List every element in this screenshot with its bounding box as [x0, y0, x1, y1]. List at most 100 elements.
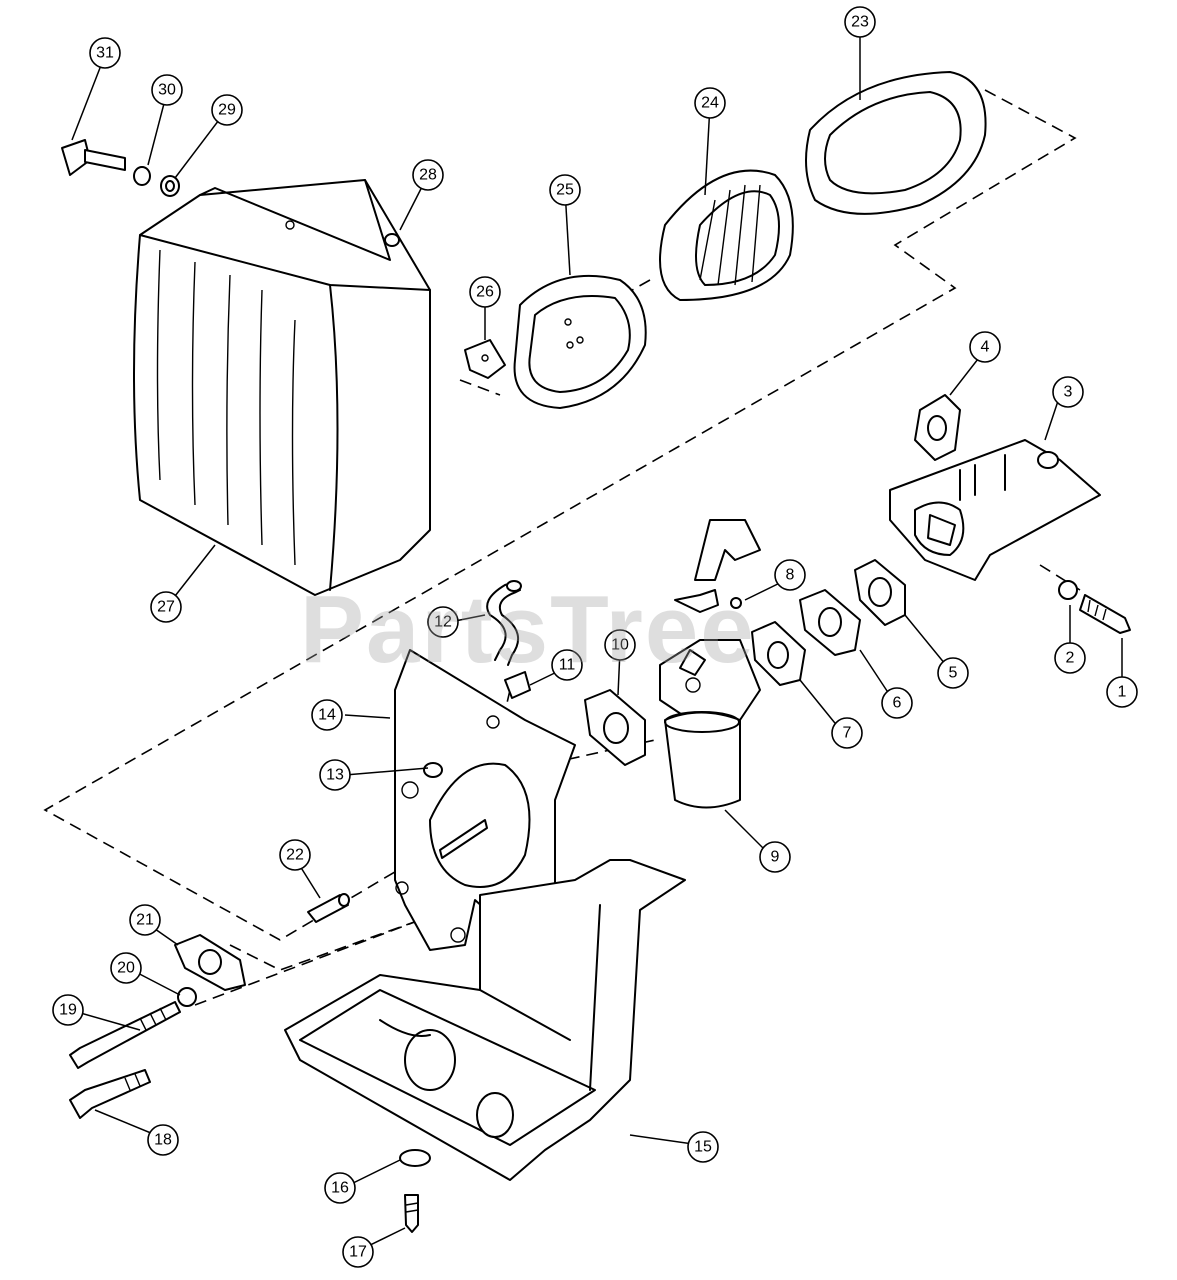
callout-number: 21 [136, 912, 154, 929]
callout-number: 14 [318, 707, 336, 724]
callout-9: 9 [759, 841, 791, 873]
callout-circle [342, 1236, 374, 1268]
callout-number: 5 [949, 665, 958, 682]
callout-circle [427, 606, 459, 638]
callout-number: 20 [117, 960, 135, 977]
callout-28: 28 [412, 159, 444, 191]
callout-6: 6 [881, 687, 913, 719]
air-cleaner-base [284, 859, 686, 1181]
callout-number: 31 [96, 45, 114, 62]
callout-number: 10 [611, 637, 629, 654]
callout-number: 9 [771, 849, 780, 866]
callout-circle [147, 1124, 179, 1156]
dowel-pin [307, 893, 350, 923]
bolts [69, 1001, 181, 1119]
callout-number: 29 [218, 102, 236, 119]
callout-circle [311, 699, 343, 731]
callout-number: 7 [843, 725, 852, 742]
callout-number: 13 [326, 767, 344, 784]
callout-19: 19 [52, 994, 84, 1026]
callout-number: 17 [349, 1244, 367, 1261]
callout-circle [469, 276, 501, 308]
callout-circle [759, 841, 791, 873]
callout-25: 25 [549, 174, 581, 206]
callout-30: 30 [151, 74, 183, 106]
callout-circle [694, 87, 726, 119]
callout-14: 14 [311, 699, 343, 731]
callout-20: 20 [110, 952, 142, 984]
callout-number: 12 [434, 614, 452, 631]
callout-number: 4 [981, 339, 990, 356]
callout-number: 26 [476, 284, 494, 301]
callout-circle [412, 159, 444, 191]
callout-15: 15 [687, 1131, 719, 1163]
callout-number: 15 [694, 1139, 712, 1156]
callout-circle [549, 174, 581, 206]
callout-circle [1054, 642, 1086, 674]
filter-bracket [464, 339, 506, 379]
callout-circle [211, 94, 243, 126]
callout-7: 7 [831, 717, 863, 749]
callout-circle [551, 649, 583, 681]
callout-2: 2 [1054, 642, 1086, 674]
callout-number: 19 [59, 1002, 77, 1019]
callout-1: 1 [1106, 676, 1138, 708]
callout-number: 30 [158, 82, 176, 99]
callout-number: 6 [893, 695, 902, 712]
callout-24: 24 [694, 87, 726, 119]
callout-number: 24 [701, 95, 719, 112]
breather-tube [486, 580, 522, 666]
callout-circle [151, 74, 183, 106]
callout-circle [831, 717, 863, 749]
callout-22: 22 [279, 839, 311, 871]
callout-number: 22 [286, 847, 304, 864]
pre-filter-element [513, 274, 647, 409]
callout-31: 31 [89, 37, 121, 69]
callout-11: 11 [551, 649, 583, 681]
callout-26: 26 [469, 276, 501, 308]
callout-13: 13 [319, 759, 351, 791]
callout-17: 17 [342, 1236, 374, 1268]
callout-number: 16 [331, 1180, 349, 1197]
callout-8: 8 [774, 559, 806, 591]
air-cleaner-cover [133, 179, 431, 596]
watermark: PartsTree [300, 576, 756, 683]
clip [504, 671, 531, 699]
callout-5: 5 [937, 657, 969, 689]
filter-wrapper [805, 71, 987, 215]
flange-gasket [174, 934, 246, 1007]
callout-circle [319, 759, 351, 791]
callout-circle [52, 994, 84, 1026]
knob-assembly [61, 139, 400, 247]
callout-circle [110, 952, 142, 984]
callout-circle [89, 37, 121, 69]
callout-number: 18 [154, 1132, 172, 1149]
gaskets [751, 394, 961, 686]
callout-circle [324, 1172, 356, 1204]
callout-circle [969, 331, 1001, 363]
callout-circle [937, 657, 969, 689]
elbow-bolt [1058, 580, 1131, 634]
callout-markers: 1234567891011121314151617181920212223242… [52, 6, 1138, 1268]
callout-number: 8 [786, 567, 795, 584]
air-filter-element [659, 169, 794, 301]
callout-number: 11 [559, 657, 576, 674]
callout-circle [774, 559, 806, 591]
callout-circle [129, 904, 161, 936]
callout-number: 1 [1118, 684, 1127, 701]
callout-circle [881, 687, 913, 719]
callout-circle [1052, 376, 1084, 408]
callout-16: 16 [324, 1172, 356, 1204]
callout-circle [687, 1131, 719, 1163]
callout-4: 4 [969, 331, 1001, 363]
callout-circle [604, 629, 636, 661]
callout-circle [1106, 676, 1138, 708]
carburetor [659, 519, 761, 809]
callout-number: 25 [556, 182, 574, 199]
callout-29: 29 [211, 94, 243, 126]
callout-number: 3 [1064, 384, 1073, 401]
callout-3: 3 [1052, 376, 1084, 408]
callout-23: 23 [844, 6, 876, 38]
base-screw [399, 1149, 431, 1233]
callout-circle [844, 6, 876, 38]
